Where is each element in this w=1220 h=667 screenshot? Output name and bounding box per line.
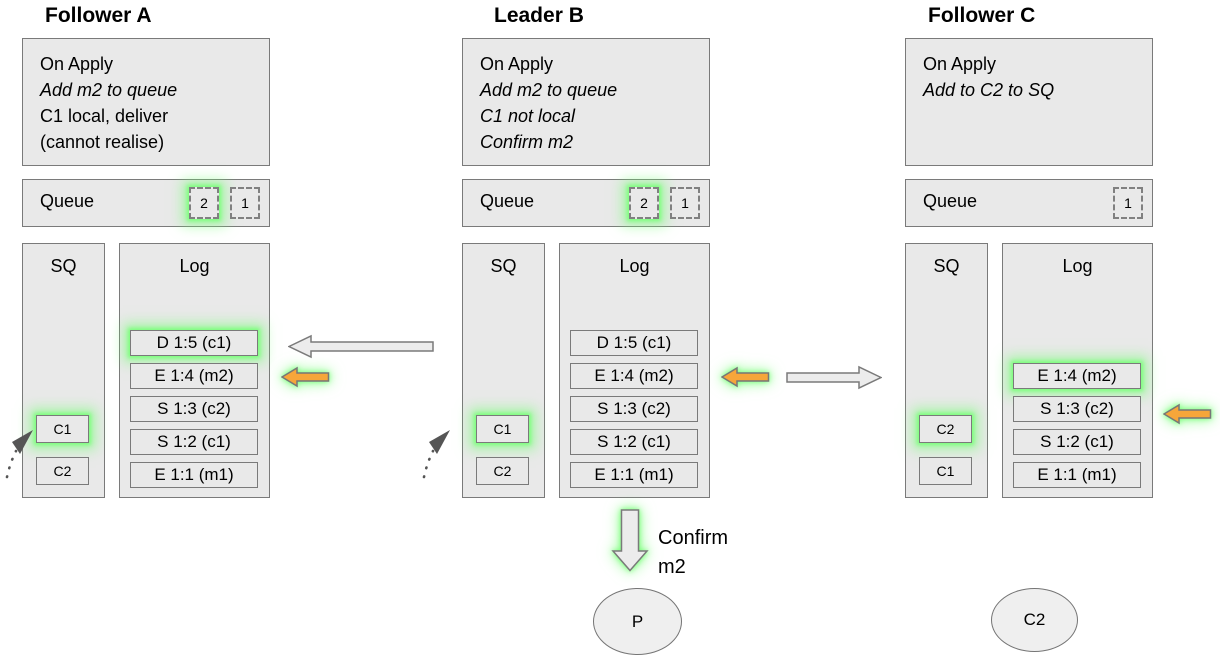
queue-label: Queue — [480, 191, 535, 211]
apply-arrow-c-icon — [1163, 403, 1212, 425]
queue-box: Queue 2 1 — [22, 179, 270, 227]
replicate-b-to-a-arrow-icon — [288, 334, 434, 359]
send-queue-box: SQ C1 C2 — [462, 243, 545, 498]
on-apply-box: On Apply Add m2 to queue C1 local, deliv… — [22, 38, 270, 166]
on-apply-line: Add m2 to queue — [40, 80, 178, 100]
queue-item: 1 — [230, 187, 260, 219]
queue-box: Queue 1 — [905, 179, 1153, 227]
log-entry: S 1:2 (c1) — [1013, 429, 1141, 455]
node-follower-a: Follower A On Apply Add m2 to queue C1 l… — [22, 0, 270, 667]
log-label: Log — [179, 256, 210, 276]
on-apply-line: On Apply — [480, 54, 554, 74]
log-entries: D 1:5 (c1) E 1:4 (m2) S 1:3 (c2) S 1:2 (… — [570, 330, 698, 488]
process-p-ellipse: P — [593, 588, 682, 655]
log-entry: S 1:3 (c2) — [130, 396, 258, 422]
node-title-follower-c: Follower C — [928, 4, 1036, 27]
process-p-label: P — [631, 611, 644, 631]
log-entry: S 1:3 (c2) — [1013, 396, 1141, 422]
send-queue-label: SQ — [50, 256, 77, 276]
log-entry: D 1:5 (c1) — [130, 330, 258, 356]
process-c2-label: C2 — [1023, 610, 1046, 629]
confirm-m2-label: Confirm m2 — [658, 527, 729, 578]
confirm-down-arrow-icon — [611, 509, 649, 572]
queue-label: Queue — [923, 191, 978, 211]
dotted-deliver-arrow-a-icon — [5, 430, 33, 479]
log-label: Log — [619, 256, 650, 276]
apply-m2-arrow-a-icon — [281, 366, 330, 388]
send-queue-box: SQ C1 C2 — [22, 243, 105, 498]
node-title-leader-b: Leader B — [494, 4, 584, 27]
send-queue-label: SQ — [933, 256, 960, 276]
queue-item: 2 — [629, 187, 659, 219]
node-follower-c: Follower C On Apply Add to C2 to SQ Queu… — [905, 0, 1153, 667]
sq-item: C1 — [919, 457, 972, 485]
sq-item: C1 — [476, 415, 529, 443]
node-title-follower-a: Follower A — [45, 4, 152, 27]
on-apply-line: C1 not local — [480, 106, 576, 126]
on-apply-line: Add m2 to queue — [480, 80, 618, 100]
on-apply-line: Confirm m2 — [480, 132, 574, 152]
on-apply-line: (cannot realise) — [40, 132, 165, 152]
log-entry: E 1:1 (m1) — [1013, 462, 1141, 488]
queue-box: Queue 2 1 — [462, 179, 710, 227]
log-entry: S 1:2 (c1) — [130, 429, 258, 455]
log-entry: E 1:4 (m2) — [130, 363, 258, 389]
queue-item: 2 — [189, 187, 219, 219]
on-apply-line: On Apply — [40, 54, 114, 74]
sq-item: C1 — [36, 415, 89, 443]
on-apply-line: Add to C2 to SQ — [923, 80, 1055, 100]
sq-item: C2 — [476, 457, 529, 485]
log-entries: D 1:5 (c1) E 1:4 (m2) S 1:3 (c2) S 1:2 (… — [130, 330, 258, 488]
log-entries: E 1:4 (m2) S 1:3 (c2) S 1:2 (c1) E 1:1 (… — [1013, 330, 1141, 488]
process-c2-ellipse: C2 — [991, 588, 1078, 652]
log-entry: S 1:2 (c1) — [570, 429, 698, 455]
node-leader-b: Leader B On Apply Add m2 to queue C1 not… — [462, 0, 710, 667]
send-queue-label: SQ — [490, 256, 517, 276]
dotted-deliver-arrow-b-icon — [422, 430, 450, 479]
log-entry: E 1:1 (m1) — [130, 462, 258, 488]
on-apply-box: On Apply Add to C2 to SQ — [905, 38, 1153, 166]
log-entry: D 1:5 (c1) — [570, 330, 698, 356]
sq-item: C2 — [919, 415, 972, 443]
on-apply-box: On Apply Add m2 to queue C1 not local Co… — [462, 38, 710, 166]
on-apply-line: On Apply — [923, 54, 997, 74]
log-entry: E 1:4 (m2) — [1013, 363, 1141, 389]
log-label: Log — [1062, 256, 1093, 276]
log-entry: S 1:3 (c2) — [570, 396, 698, 422]
log-entry: E 1:1 (m1) — [570, 462, 698, 488]
queue-item: 1 — [1113, 187, 1143, 219]
sq-item: C2 — [36, 457, 89, 485]
queue-label: Queue — [40, 191, 95, 211]
queue-item: 1 — [670, 187, 700, 219]
on-apply-line: C1 local, deliver — [40, 106, 169, 126]
replicate-b-to-c-arrow-icon — [786, 365, 882, 390]
send-queue-box: SQ C2 C1 — [905, 243, 988, 498]
log-entry: E 1:4 (m2) — [570, 363, 698, 389]
apply-m2-arrow-b-icon — [721, 366, 770, 388]
